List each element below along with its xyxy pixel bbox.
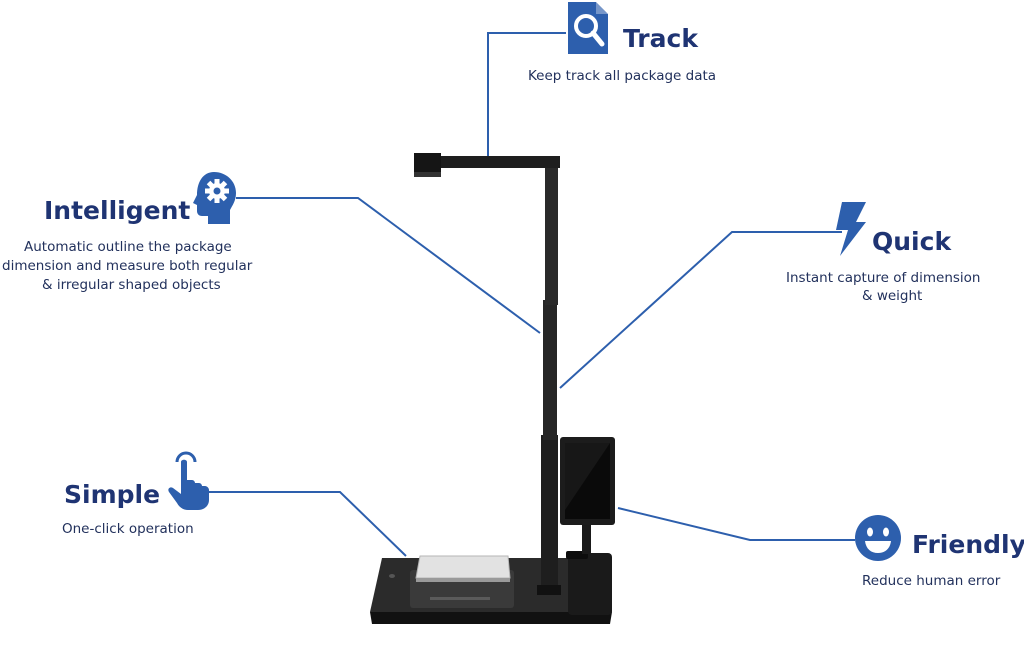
intelligent-description-line-2: dimension and measure both regular (2, 258, 253, 274)
simple-connector-line (208, 491, 407, 557)
dimension-scanner-device (370, 153, 615, 624)
friendly-connector-line (617, 507, 855, 541)
simple-title: Simple (64, 480, 161, 509)
friendly-title: Friendly (912, 530, 1024, 559)
intelligent-title: Intelligent (44, 196, 191, 225)
track-connector-line (487, 32, 566, 157)
quick-description-line-1: Instant capture of dimension (786, 270, 981, 286)
lightning-bolt-icon (834, 200, 868, 256)
smiley-face-icon (854, 514, 902, 562)
stand-column-mid (543, 300, 557, 440)
track-title: Track (623, 24, 698, 53)
quick-description-line-2: & weight (862, 288, 923, 304)
track-description: Keep track all package data (528, 68, 717, 84)
quick-title: Quick (872, 227, 952, 256)
document-search-icon (564, 0, 610, 56)
friendly-description: Reduce human error (862, 573, 1001, 589)
pointing-hand-icon (166, 450, 212, 512)
quick-connector-line (559, 231, 842, 389)
printer-unit (568, 553, 612, 615)
intelligent-description-line-3: & irregular shaped objects (42, 277, 221, 293)
intelligent-description-line-1: Automatic outline the package (24, 239, 232, 255)
stand-column-lower (541, 435, 558, 590)
weighing-scale-platform (415, 555, 511, 579)
stand-column-upper (545, 160, 558, 305)
camera-arm (428, 156, 560, 168)
intelligent-connector-line (236, 197, 541, 334)
head-gear-icon (192, 170, 238, 226)
simple-description: One-click operation (62, 521, 194, 537)
monitor-mount-arm (582, 522, 591, 554)
